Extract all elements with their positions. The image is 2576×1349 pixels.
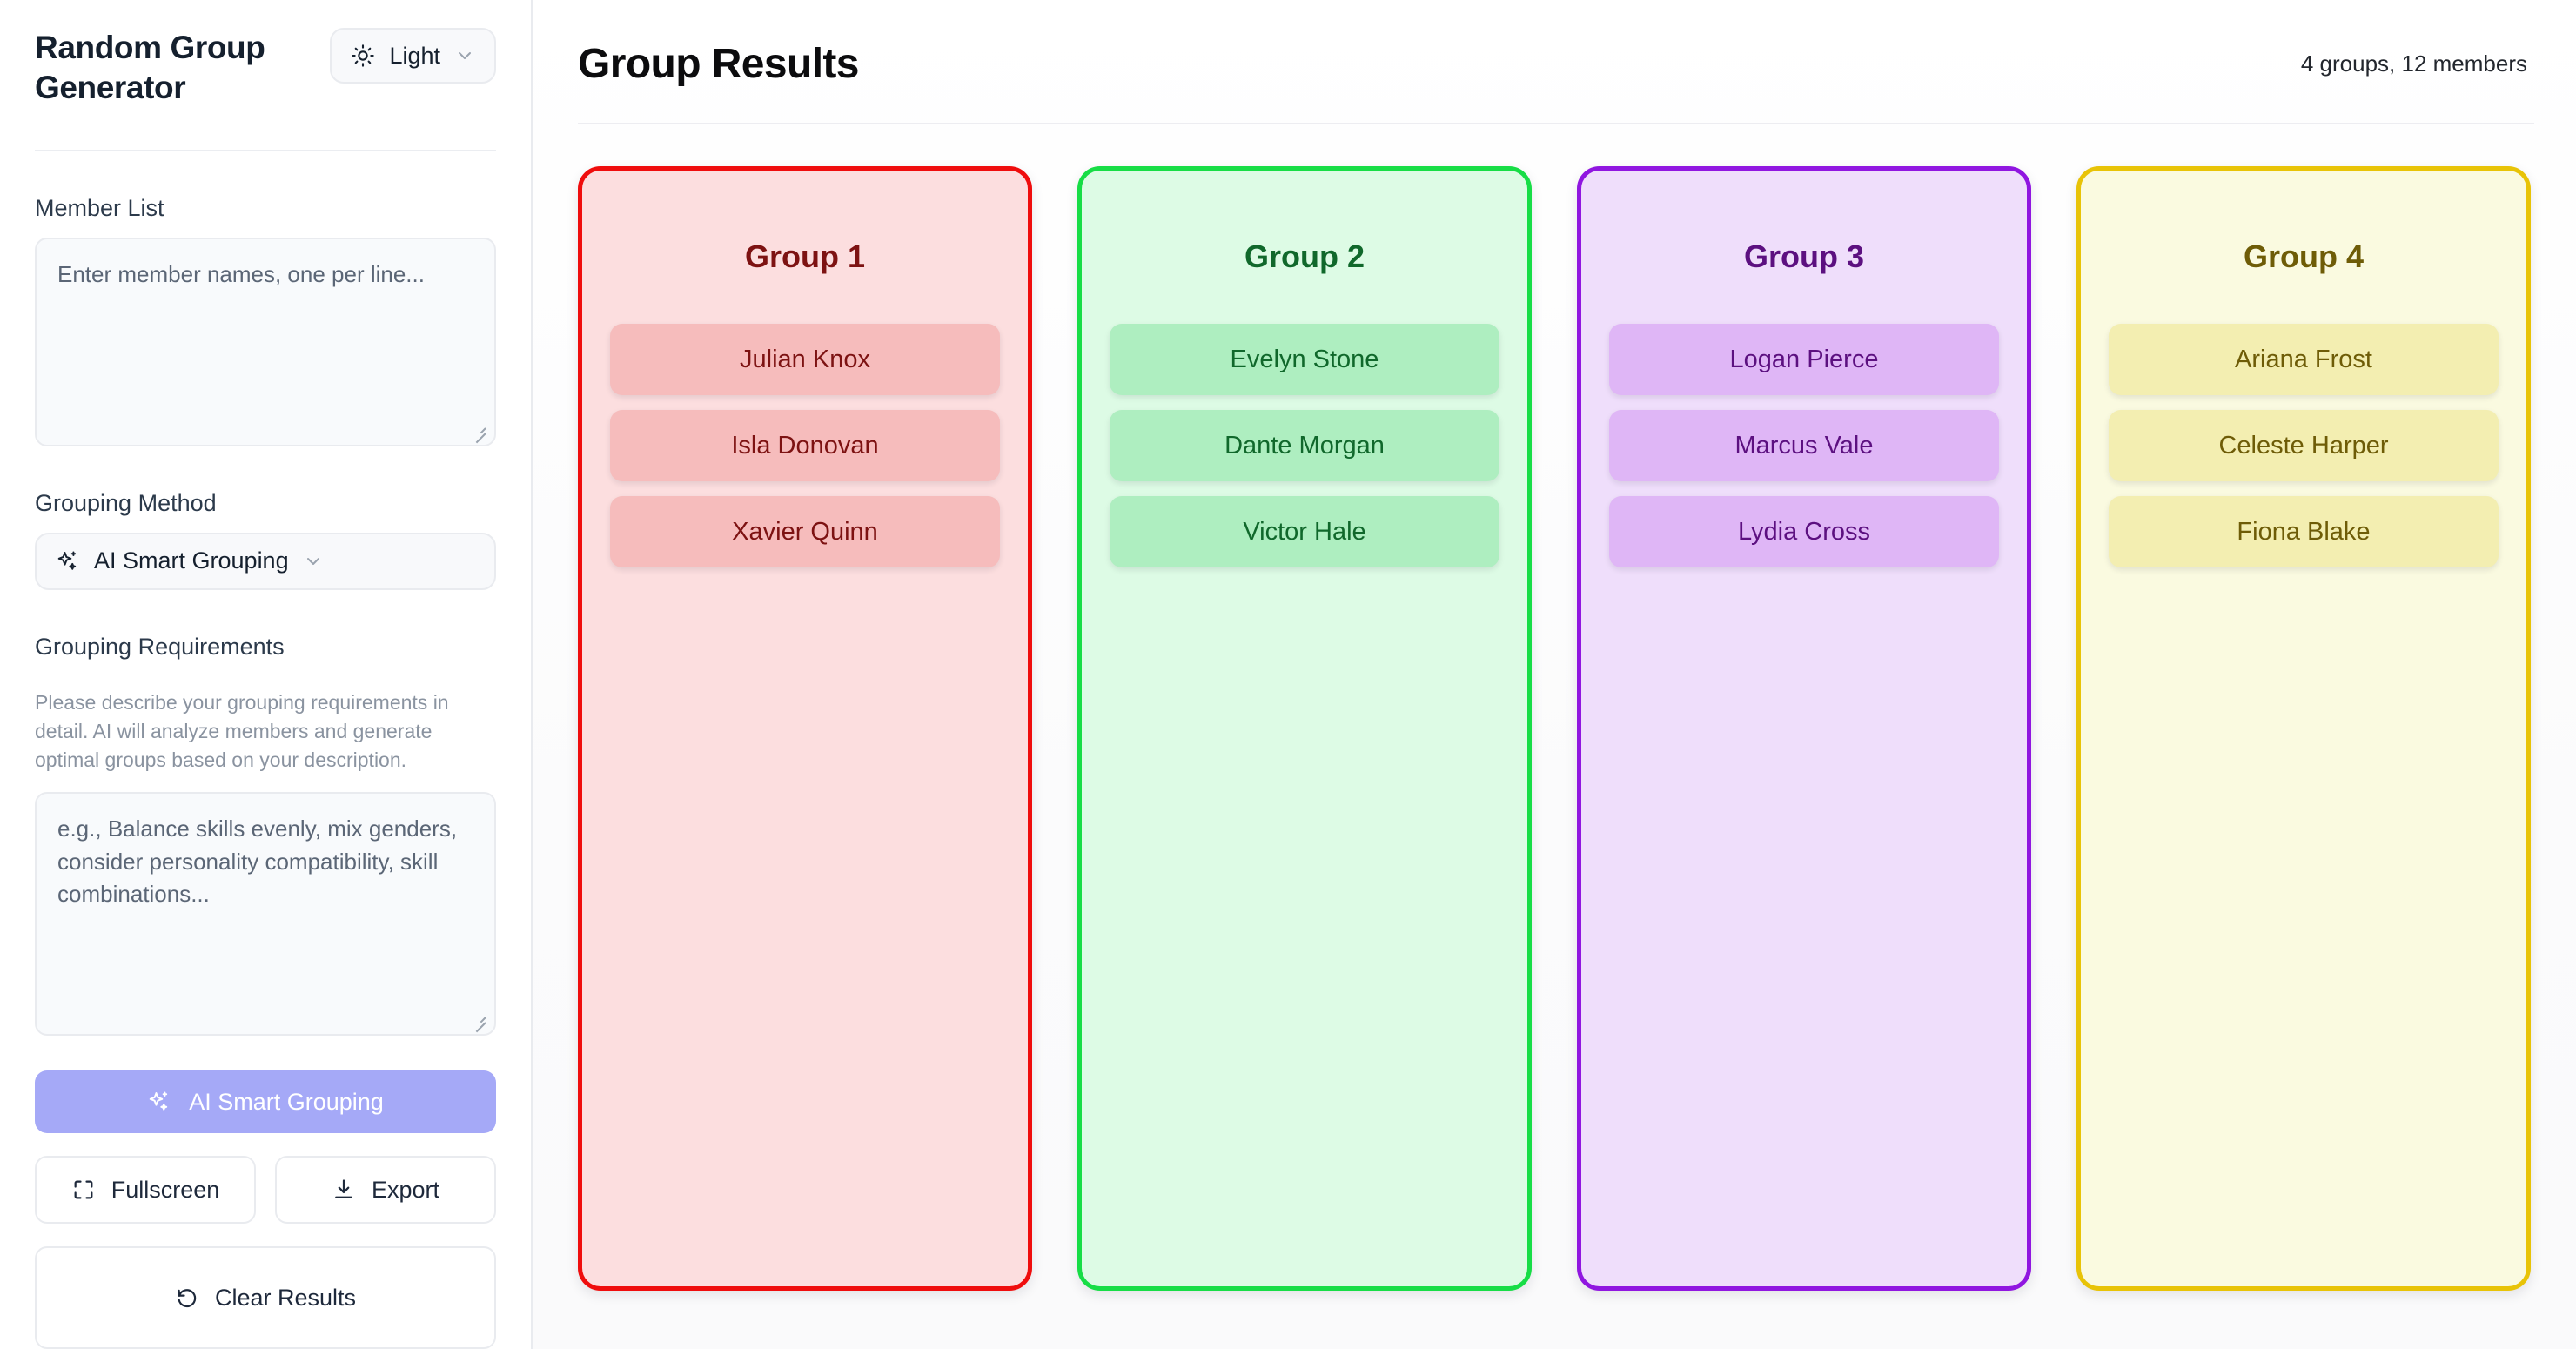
grouping-method-value: AI Smart Grouping: [94, 547, 289, 574]
brand-row: Random Group Generator Light: [35, 21, 496, 108]
grouping-method-label: Grouping Method: [35, 489, 217, 516]
member-chip[interactable]: Lydia Cross: [1609, 496, 1999, 567]
app-title: Random Group Generator: [35, 30, 265, 105]
sidebar: Random Group Generator Light Member List: [0, 0, 533, 1349]
member-chip[interactable]: Dante Morgan: [1110, 410, 1499, 481]
results-summary: 4 groups, 12 members: [2300, 50, 2527, 77]
member-chip[interactable]: Xavier Quinn: [610, 496, 1000, 567]
sun-icon: [351, 44, 375, 68]
fullscreen-label: Fullscreen: [111, 1176, 220, 1203]
member-list-input[interactable]: Enter member names, one per line...: [35, 237, 496, 446]
secondary-action-row: Fullscreen Export: [35, 1156, 496, 1225]
group-title: Group 2: [1244, 238, 1365, 274]
results-header: Group Results 4 groups, 12 members: [578, 0, 2534, 124]
member-list-placeholder: Enter member names, one per line...: [57, 260, 425, 287]
chevron-down-icon: [303, 551, 324, 572]
export-button[interactable]: Export: [275, 1156, 496, 1225]
member-chip[interactable]: Celeste Harper: [2109, 410, 2499, 481]
clear-results-button[interactable]: Clear Results: [35, 1246, 496, 1349]
ai-smart-grouping-button[interactable]: AI Smart Grouping: [35, 1070, 496, 1134]
member-chip[interactable]: Marcus Vale: [1609, 410, 1999, 481]
member-list-label: Member List: [35, 194, 164, 221]
grouping-requirements-label: Grouping Requirements: [35, 633, 285, 660]
member-chip[interactable]: Isla Donovan: [610, 410, 1000, 481]
resize-handle-icon[interactable]: [470, 1010, 487, 1028]
download-icon: [332, 1178, 356, 1202]
member-chip[interactable]: Evelyn Stone: [1110, 324, 1499, 395]
sidebar-divider: [35, 149, 496, 151]
resize-handle-icon[interactable]: [470, 421, 487, 439]
group-title: Group 4: [2243, 238, 2364, 274]
group-title: Group 3: [1743, 238, 1864, 274]
main-content: Group Results 4 groups, 12 members Group…: [533, 0, 2576, 1349]
member-chip[interactable]: Victor Hale: [1110, 496, 1499, 567]
export-label: Export: [371, 1176, 440, 1203]
ai-smart-grouping-label: AI Smart Grouping: [189, 1088, 384, 1115]
page-title: Group Results: [578, 41, 860, 87]
chevron-down-icon: [454, 45, 475, 66]
sparkles-icon: [147, 1090, 171, 1114]
group-title: Group 1: [744, 238, 865, 274]
clear-results-label: Clear Results: [214, 1284, 357, 1311]
member-chip[interactable]: Fiona Blake: [2109, 496, 2499, 567]
theme-toggle-button[interactable]: Light: [330, 28, 496, 84]
fullscreen-button[interactable]: Fullscreen: [35, 1156, 256, 1225]
grouping-method-select[interactable]: AI Smart Grouping: [35, 532, 496, 590]
rotate-ccw-icon: [175, 1285, 199, 1310]
member-chip[interactable]: Ariana Frost: [2109, 324, 2499, 395]
grouping-requirements-help: Please describe your grouping requiremen…: [35, 690, 449, 771]
theme-toggle-label: Light: [389, 42, 440, 69]
member-chip[interactable]: Logan Pierce: [1609, 324, 1999, 395]
sparkles-icon: [56, 549, 80, 574]
fullscreen-icon: [71, 1178, 96, 1202]
grouping-requirements-placeholder: e.g., Balance skills evenly, mix genders…: [57, 815, 458, 908]
grouping-requirements-input[interactable]: e.g., Balance skills evenly, mix genders…: [35, 792, 496, 1037]
member-chip[interactable]: Julian Knox: [610, 324, 1000, 395]
